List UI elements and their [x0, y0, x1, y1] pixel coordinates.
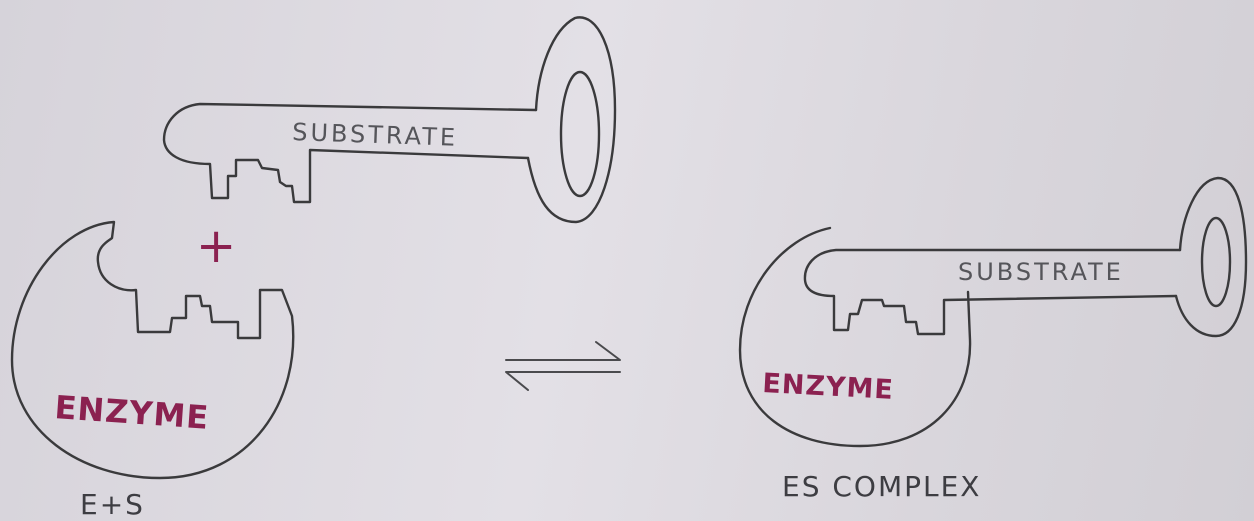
enzyme-label-free: ENZYME	[53, 388, 210, 437]
substrate-key-bound-outline	[803, 248, 1182, 336]
substrate-key-free-bow-hole	[559, 70, 601, 198]
substrate-key-bound-bow-hole	[1200, 216, 1232, 308]
reverse-arrow	[505, 371, 621, 391]
equilibrium-arrows	[505, 341, 621, 391]
substrate-key-free: SUBSTRATE	[162, 16, 617, 224]
substrate-key-bound-bow	[1174, 176, 1248, 338]
enzyme-label-bound: ENZYME	[762, 368, 895, 406]
substrate-key-free-bow	[526, 16, 617, 224]
substrate-label-bound: SUBSTRATE	[958, 258, 1124, 286]
enzyme-free: ENZYME	[10, 220, 295, 480]
substrate-key-free-outline	[162, 102, 538, 204]
enzyme-free-outline	[10, 220, 295, 480]
plus-sign: +	[196, 218, 236, 274]
substrate-label-free: SUBSTRATE	[292, 118, 459, 152]
forward-arrow	[505, 341, 621, 361]
substrate-key-bound: SUBSTRATE	[803, 176, 1248, 338]
enzyme-bound: ENZYME	[738, 226, 972, 448]
enzyme-bound-outline	[738, 226, 972, 448]
product-label: ES COMPLEX	[782, 470, 981, 503]
reactants-label: E+S	[80, 488, 145, 521]
